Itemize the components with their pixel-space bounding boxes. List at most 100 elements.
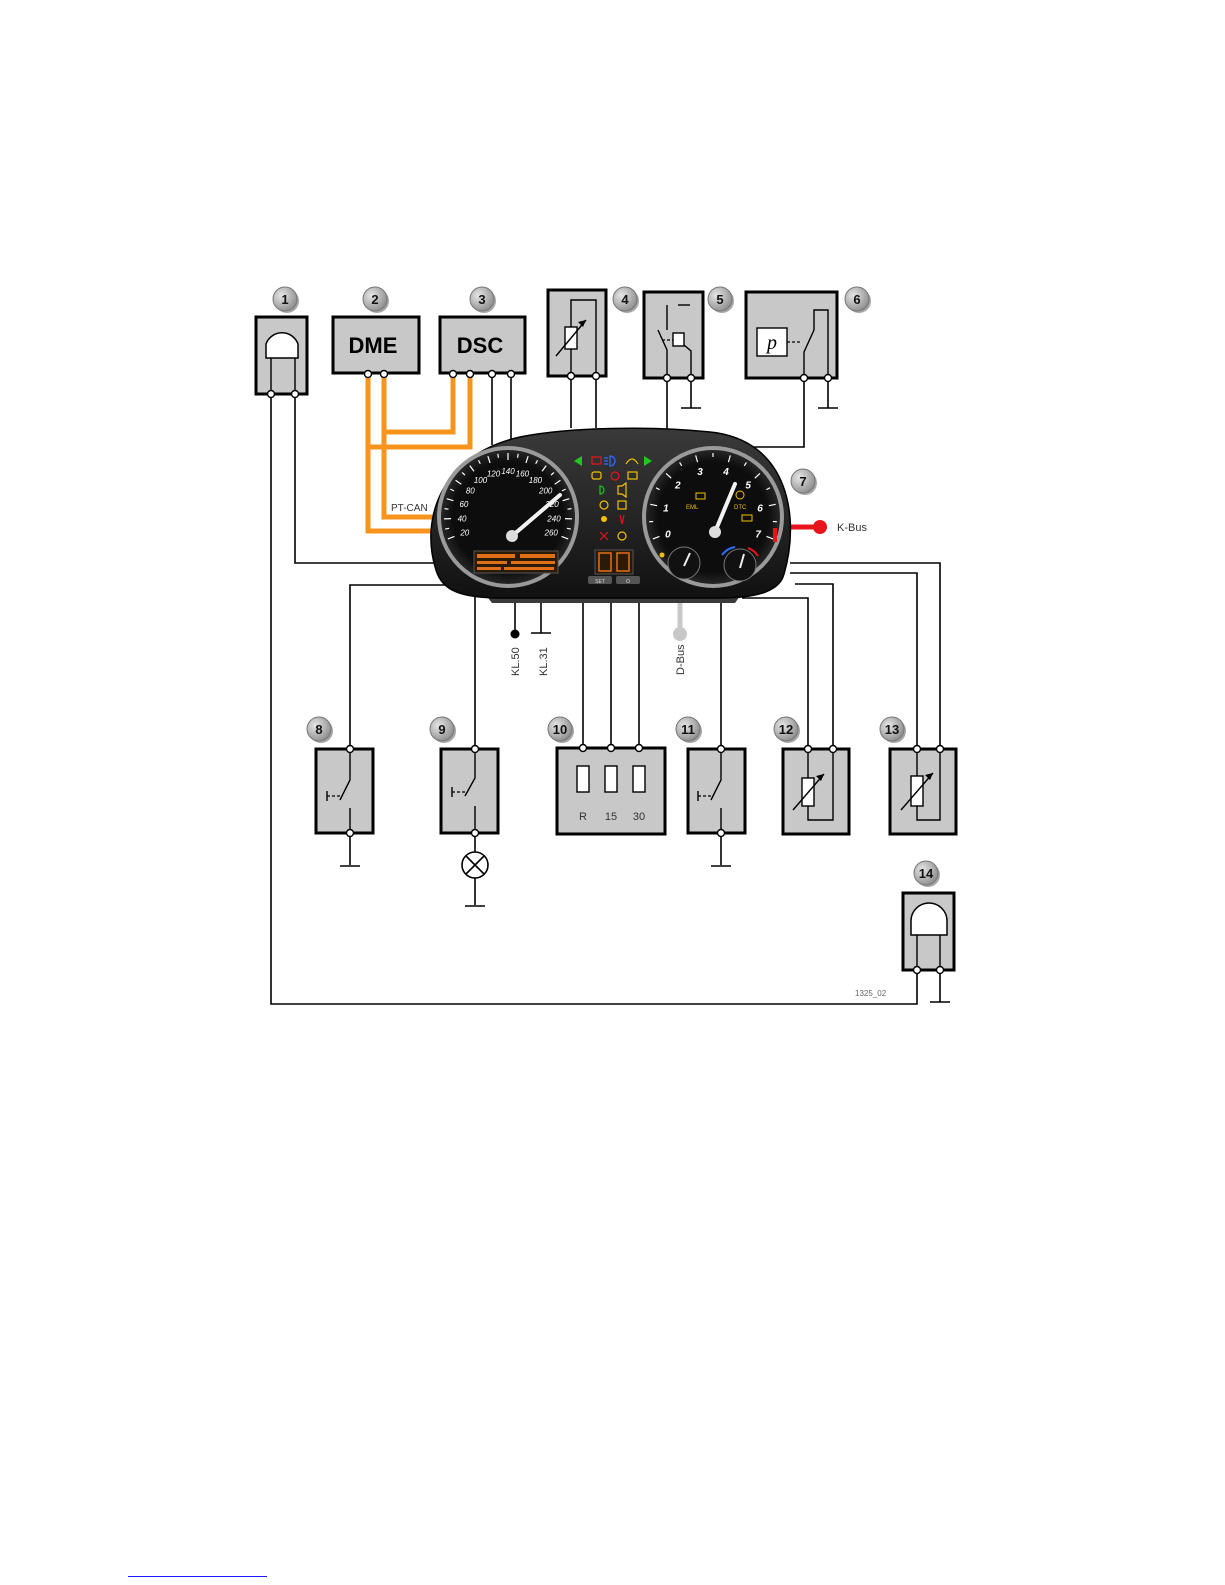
component-number-badge: 6 xyxy=(845,287,871,313)
component-number-text: 13 xyxy=(885,722,899,737)
component-number-text: 14 xyxy=(919,866,934,881)
speedometer-tick xyxy=(445,509,449,510)
fuel-gauge xyxy=(668,547,700,579)
connection-node xyxy=(718,746,725,753)
connection-node xyxy=(292,391,299,398)
component-9-switch xyxy=(441,749,498,833)
k-bus-terminal xyxy=(813,520,827,534)
connection-node xyxy=(472,830,479,837)
d-bus-terminal xyxy=(673,627,687,641)
tachometer-tick-label: 5 xyxy=(745,480,751,491)
component-number-badge: 12 xyxy=(774,717,800,743)
dsc-label: DSC xyxy=(457,333,504,358)
kl50-label: KL.50 xyxy=(510,647,522,676)
component-number-badge: 11 xyxy=(676,717,702,743)
component-number-text: 1 xyxy=(281,292,288,307)
speedometer-tick xyxy=(445,528,449,529)
component-4-variable-resistor xyxy=(548,290,606,376)
tachometer-tick-label: 4 xyxy=(722,467,729,478)
connection-node xyxy=(830,746,837,753)
connection-node xyxy=(568,373,575,380)
connection-node xyxy=(381,371,388,378)
speedometer-tick-label: 260 xyxy=(544,529,559,538)
component-number-badge: 9 xyxy=(430,717,456,743)
eml-label: EML xyxy=(686,505,699,511)
component-number-text: 4 xyxy=(621,292,629,307)
speedometer-tick-label: 160 xyxy=(516,469,530,478)
component-11-switch xyxy=(688,749,745,833)
connection-node xyxy=(450,371,457,378)
lamp-icon xyxy=(462,852,488,878)
component-3-dsc: DSC xyxy=(440,317,525,373)
connection-node xyxy=(718,830,725,837)
component-8-switch xyxy=(316,749,373,833)
connection-node xyxy=(489,371,496,378)
cluster-set-label: SET xyxy=(595,579,605,585)
connection-node xyxy=(914,746,921,753)
component-10-fuse-box: R 15 30 xyxy=(557,748,665,834)
component-6-pressure-switch: p xyxy=(746,292,837,378)
component-2-dme: DME xyxy=(333,317,419,373)
connection-node xyxy=(937,746,944,753)
component-number-badge: 4 xyxy=(613,287,639,313)
component-number-text: 2 xyxy=(371,292,378,307)
fuse-label-30: 30 xyxy=(633,811,645,823)
component-5-relay-switch xyxy=(644,292,703,378)
light-icon xyxy=(601,516,607,522)
speedometer-tick-label: 80 xyxy=(466,487,475,496)
speedometer-tick-label: 40 xyxy=(458,514,467,523)
speedometer-tick-label: 120 xyxy=(487,469,501,478)
speedometer-tick xyxy=(518,454,519,458)
kl50-terminal-dot xyxy=(511,630,520,639)
connection-node xyxy=(508,371,515,378)
connection-node xyxy=(825,375,832,382)
connection-node xyxy=(636,745,643,752)
component-12-variable-resistor xyxy=(783,749,849,834)
connection-node xyxy=(268,391,275,398)
tachometer-tick-label: 3 xyxy=(697,467,703,478)
connection-node xyxy=(914,967,921,974)
component-14-sensor xyxy=(903,893,954,970)
wire-12b-cluster xyxy=(795,584,833,749)
component-number-text: 7 xyxy=(799,474,806,489)
component-number-text: 11 xyxy=(681,722,695,737)
speedometer-tick xyxy=(567,528,571,529)
component-number-badge: 5 xyxy=(708,287,734,313)
fuse-label-15: 15 xyxy=(605,811,617,823)
speedometer-tick-label: 60 xyxy=(459,500,468,509)
component-number-text: 3 xyxy=(478,292,485,307)
connection-node xyxy=(472,746,479,753)
component-13-variable-resistor xyxy=(890,749,956,834)
component-number-badge: 14 xyxy=(914,861,940,887)
tachometer-tick-label: 6 xyxy=(757,503,763,514)
tachometer-tick-label: 0 xyxy=(665,529,671,540)
component-number-badge: 13 xyxy=(880,717,906,743)
component-number-badge: 10 xyxy=(548,717,574,743)
pressure-symbol: p xyxy=(765,332,777,354)
component-number-text: 9 xyxy=(438,722,445,737)
component-number-text: 6 xyxy=(853,292,860,307)
dtc-label: DTC xyxy=(734,505,747,511)
component-number-text: 12 xyxy=(779,722,793,737)
connection-node xyxy=(580,745,587,752)
fuse-label-r: R xyxy=(579,811,587,823)
connection-node xyxy=(347,746,354,753)
wire-6-cluster xyxy=(738,378,804,447)
footer-link-rule xyxy=(128,1576,267,1577)
speedometer-tick-label: 180 xyxy=(529,476,543,485)
speedometer-tick xyxy=(567,509,571,510)
speedometer-tick-label: 20 xyxy=(459,529,469,538)
component-number-text: 10 xyxy=(553,722,567,737)
connection-node xyxy=(801,375,808,382)
connection-node xyxy=(593,373,600,380)
kl31-label: KL.31 xyxy=(538,647,550,676)
component-7-instrument-cluster: 20406080100120140160180200220240260 0123… xyxy=(431,428,791,603)
pt-can-label: PT-CAN xyxy=(391,503,428,514)
dme-label: DME xyxy=(349,333,398,358)
speedometer-tick-label: 240 xyxy=(546,514,561,523)
connection-node xyxy=(688,375,695,382)
speedometer-tick-label: 100 xyxy=(474,476,488,485)
connection-node xyxy=(805,746,812,753)
connection-node xyxy=(365,371,372,378)
